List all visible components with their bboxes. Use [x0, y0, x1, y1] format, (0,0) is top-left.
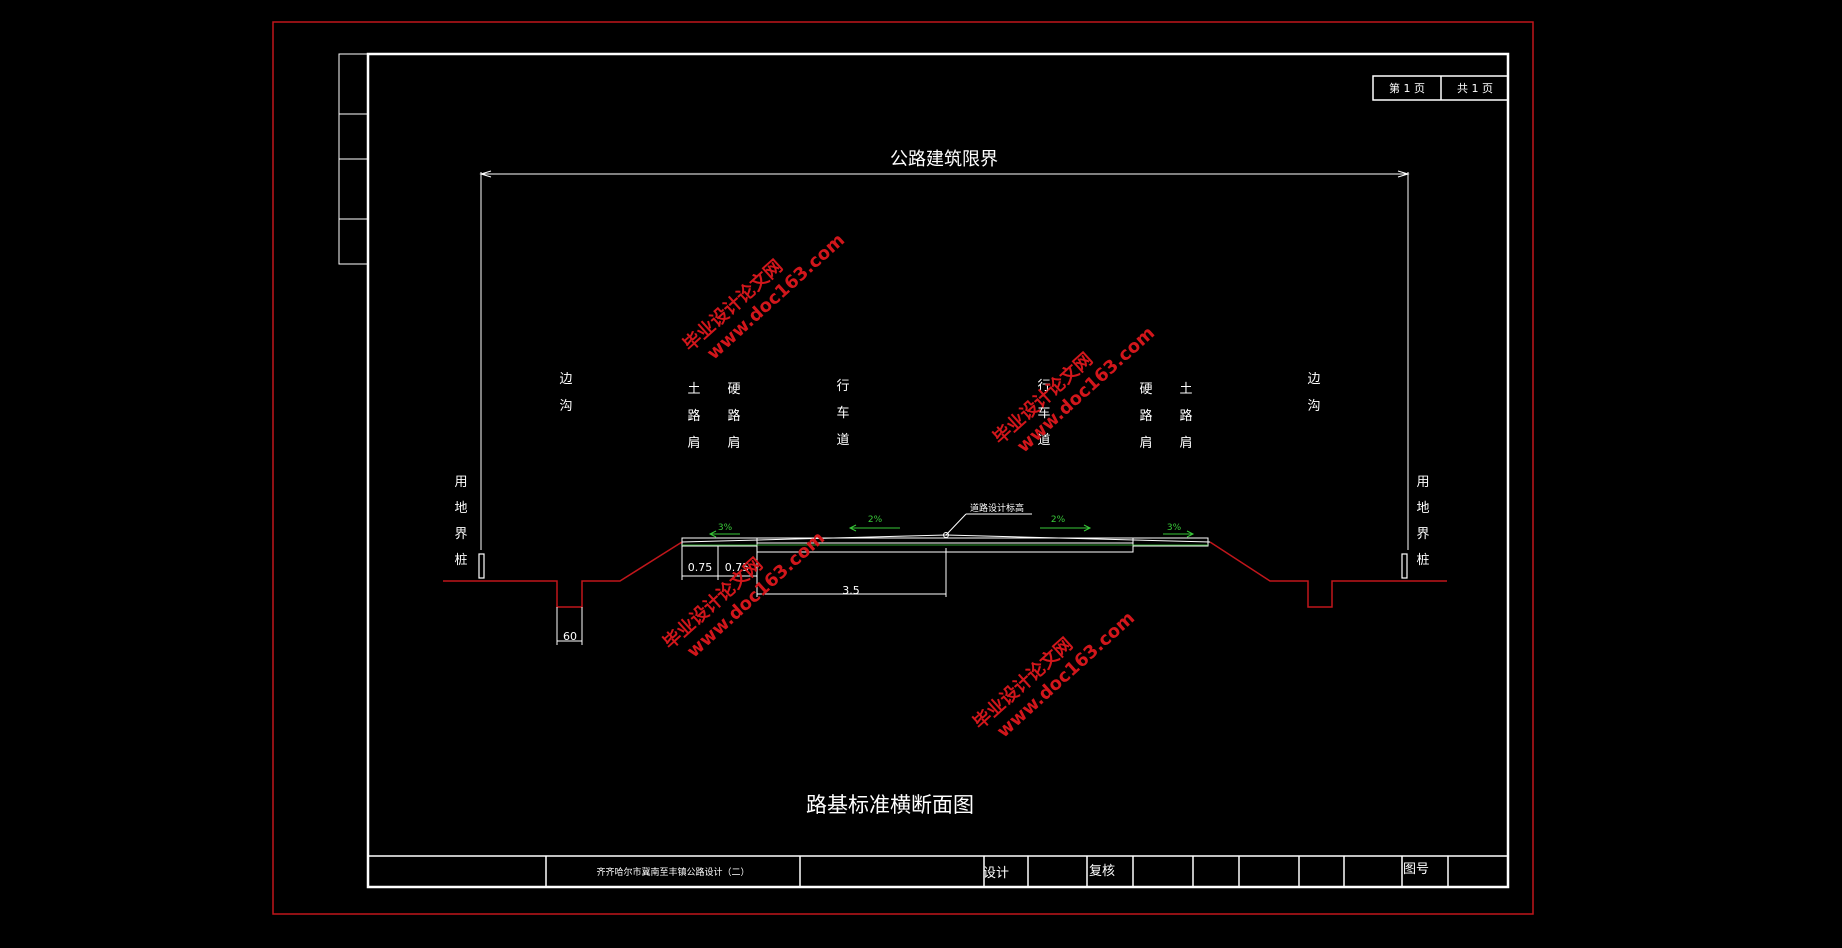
boundary-left-char-4: 桩	[454, 553, 467, 568]
hard-shoulder-left-char-3: 肩	[727, 435, 740, 451]
boundary-right-char-2: 地	[1416, 501, 1429, 516]
boundary-left-char-3: 界	[454, 527, 467, 542]
boundary-left-char-1: 用	[454, 475, 467, 490]
boundary-right-char-3: 界	[1416, 527, 1429, 542]
slope-arrows	[708, 524, 1195, 538]
review-label: 复核	[1089, 864, 1115, 879]
lane-left-char-1: 行	[836, 379, 849, 394]
clearance-dimension	[479, 170, 1410, 550]
hard-shoulder-left-char-1: 硬	[727, 382, 740, 397]
design-label: 设计	[983, 866, 1009, 881]
drawing-title: 路基标准横断面图	[806, 793, 974, 817]
hard-shoulder-right-char-2: 路	[1139, 408, 1152, 424]
pavement-structure	[681, 532, 1211, 553]
slope-shoulder-left: 3%	[718, 523, 733, 533]
design-elevation-label: 道路设计标高	[970, 502, 1024, 514]
soil-shoulder-right-char-3: 肩	[1179, 435, 1192, 451]
dim-lane-width: 3.5	[842, 584, 860, 597]
slope-lane-left: 2%	[868, 515, 883, 525]
slope-lane-right: 2%	[1051, 515, 1066, 525]
page-total: 共 1 页	[1457, 82, 1493, 95]
drawing-border	[366, 52, 1510, 889]
watermark-1: 毕业设计论文网 www.doc163.com	[679, 230, 849, 365]
outer-sheet-frame	[272, 21, 1534, 915]
ditch-right-char-2: 沟	[1307, 399, 1320, 414]
project-name: 齐齐哈尔市冀南至丰镇公路设计（二）	[596, 866, 749, 878]
lane-right-char-2: 车	[1037, 405, 1050, 421]
dim-soil-shoulder: 0.75	[688, 561, 713, 574]
soil-shoulder-left-char-3: 肩	[687, 435, 700, 451]
hard-shoulder-right-char-1: 硬	[1139, 382, 1152, 397]
watermark-4: 毕业设计论文网 www.doc163.com	[969, 608, 1139, 743]
ditch-right-char-1: 边	[1307, 372, 1320, 387]
watermark-3: 毕业设计论文网 www.doc163.com	[659, 528, 829, 663]
watermark-3-url: www.doc163.com	[683, 528, 829, 663]
zone-labels: 边 沟 土 路 肩 硬 路 肩 行 车 道 行 车 道 硬 路 肩 土 路 肩 …	[454, 372, 1429, 568]
hard-shoulder-right-char-3: 肩	[1139, 435, 1152, 451]
soil-shoulder-left-char-1: 土	[687, 382, 700, 397]
binding-strip	[338, 53, 369, 265]
ditch-left-char-2: 沟	[559, 399, 572, 414]
boundary-left-char-2: 地	[454, 501, 467, 516]
clearance-label: 公路建筑限界	[890, 149, 998, 170]
lane-left-char-3: 道	[836, 433, 849, 448]
hard-shoulder-left-char-2: 路	[727, 408, 740, 424]
dim-ditch-width: 60	[563, 630, 577, 643]
boundary-right-char-4: 桩	[1416, 553, 1429, 568]
watermark-1-url: www.doc163.com	[703, 230, 849, 365]
lane-left-char-2: 车	[836, 405, 849, 421]
lane-right-char-1: 行	[1037, 379, 1050, 394]
slope-shoulder-right: 3%	[1167, 523, 1182, 533]
page-number: 第 1 页	[1389, 81, 1425, 95]
design-elevation-leader	[945, 513, 1032, 536]
watermark-2-url: www.doc163.com	[1013, 323, 1159, 458]
soil-shoulder-right-char-2: 路	[1179, 408, 1192, 424]
dimension-lines	[556, 546, 947, 645]
watermark-2: 毕业设计论文网 www.doc163.com	[989, 323, 1159, 458]
dim-hard-shoulder: 0.75	[725, 561, 750, 574]
title-block	[368, 855, 1508, 887]
soil-shoulder-left-char-2: 路	[687, 408, 700, 424]
boundary-right-char-1: 用	[1416, 475, 1429, 490]
ditch-left-char-1: 边	[559, 372, 572, 387]
page-number-block	[1372, 75, 1509, 101]
watermark-4-url: www.doc163.com	[993, 608, 1139, 743]
soil-shoulder-right-char-1: 土	[1179, 382, 1192, 397]
watermarks: 毕业设计论文网 www.doc163.com 毕业设计论文网 www.doc16…	[659, 230, 1159, 743]
lane-right-char-3: 道	[1037, 433, 1050, 448]
drawing-number-label: 图号	[1403, 862, 1429, 877]
boundary-stakes	[478, 553, 1408, 579]
